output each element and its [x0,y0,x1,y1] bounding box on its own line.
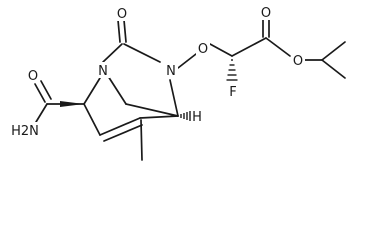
atom-n-right: N [166,64,176,79]
bond-ipr-me1 [321,41,346,61]
bond-co-double-a [117,19,121,43]
atom-o-ester-carbonyl: O [261,6,271,21]
bond-c-n-right [123,43,161,63]
bond-c3-c4-a [99,117,141,136]
bond-c4-c5 [139,115,179,119]
bond-co-double-b [123,19,127,43]
atom-nh2-amide: H2N [11,124,39,139]
atom-n-left: N [98,64,108,79]
bond-amide-co-a [34,83,46,103]
bond-n-o [177,53,197,69]
bond-n-bridge [107,75,127,105]
atom-label-layer: O N N O F O O H O H2N [8,4,305,139]
bond-c5-n-right [169,79,179,117]
bond-o-ch [209,43,233,57]
atom-o-amide: O [28,69,38,84]
bond-amide-co-b [40,80,52,100]
bond-ipr-me2 [321,59,346,79]
bond-layer [34,19,346,161]
bond-bridge-c5 [125,103,179,117]
bond-c4-methyl [140,119,143,161]
wedge-bond-c2 [60,101,84,107]
bond-amide-cn [35,103,48,123]
hash-bond-ch-f [226,59,238,81]
molecule-structure: O N N O F O O H O H2N [8,4,346,161]
atom-o-ester: O [293,54,303,69]
hash-bond-c5-h [180,111,191,121]
atom-h-bridgehead: H [192,110,202,125]
atom-o-ether: O [198,42,208,57]
bond-c-n-left [102,43,123,63]
bond-n-c2 [83,77,101,105]
chemical-structure-canvas: O N N O F O O H O H2N [8,4,346,161]
atom-o-carbonyl: O [117,7,127,22]
atom-fluorine: F [229,85,236,100]
bond-c3-c4-b [103,124,143,142]
bond-c2-c3 [83,103,101,136]
bond-ch-cester [231,37,267,57]
bond-cester-o [265,37,291,57]
